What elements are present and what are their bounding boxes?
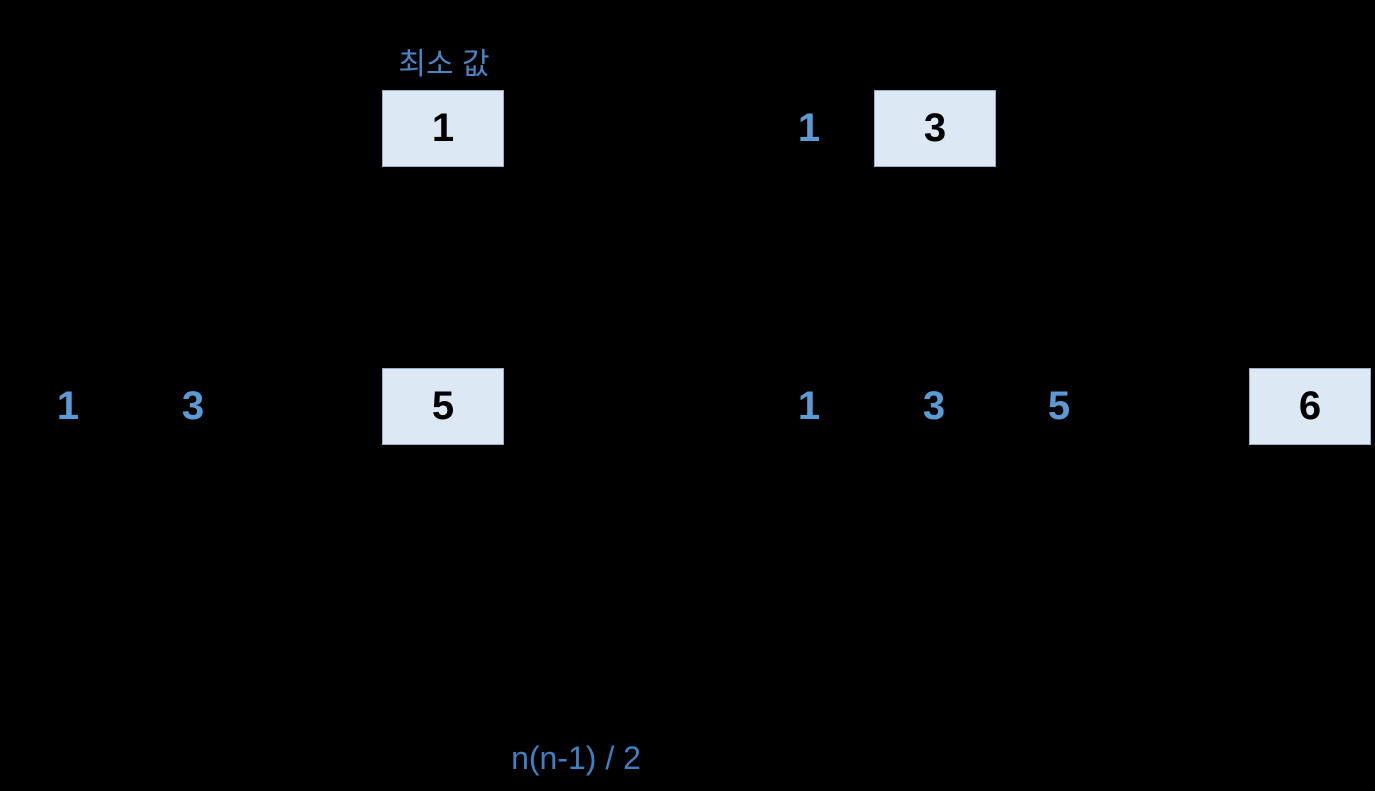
array-cell-value[interactable]: 3 bbox=[922, 383, 946, 428]
array-cell-highlighted[interactable]: 3 bbox=[874, 90, 996, 167]
array-cell-value[interactable]: 3 bbox=[181, 383, 205, 428]
array-cell-value[interactable]: 1 bbox=[56, 383, 80, 428]
array-cell-value[interactable]: 1 bbox=[797, 383, 821, 428]
array-cell-value[interactable]: 1 bbox=[797, 105, 821, 150]
array-cell-value[interactable]: 5 bbox=[1047, 383, 1071, 428]
array-cell-highlighted[interactable]: 1 bbox=[382, 90, 504, 167]
comparison-count-formula: n(n-1) / 2 bbox=[511, 739, 641, 776]
array-cell-highlighted[interactable]: 6 bbox=[1249, 368, 1371, 445]
array-cell-highlighted[interactable]: 5 bbox=[382, 368, 504, 445]
min-value-caption: 최소 값 bbox=[398, 48, 490, 81]
